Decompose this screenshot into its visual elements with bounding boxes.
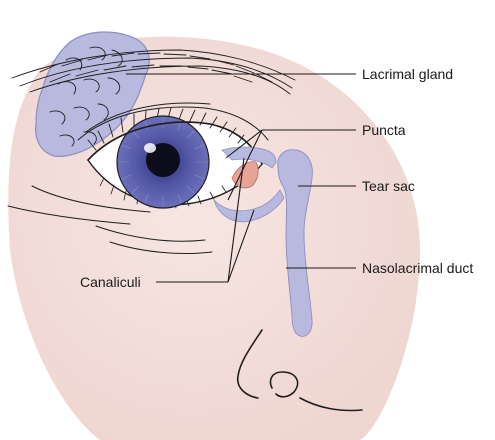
label-canaliculi: Canaliculi	[80, 274, 141, 290]
leader-canaliculi-lower	[227, 209, 255, 283]
pupil	[146, 143, 180, 177]
eyebrow	[11, 49, 296, 95]
label-nasolacrimal-duct: Nasolacrimal duct	[362, 260, 473, 276]
upper-lid-creases	[77, 102, 269, 141]
tear-sac-and-duct	[277, 149, 313, 337]
lower-lid-creases	[7, 185, 213, 255]
label-tear-sac: Tear sac	[362, 178, 415, 194]
leader-puncta-upper	[225, 129, 263, 159]
upper-lid-margin	[87, 121, 263, 165]
label-puncta: Puncta	[362, 122, 406, 138]
eye-highlight	[144, 143, 156, 153]
lacrimal-gland	[35, 31, 150, 157]
lacrimal-drainage-system	[213, 146, 313, 337]
nose-outline	[236, 329, 363, 412]
leader-puncta-lower	[227, 129, 263, 201]
leader-canaliculi-upper	[227, 157, 245, 283]
lower-canaliculus	[213, 189, 285, 223]
label-lacrimal-gland: Lacrimal gland	[362, 66, 453, 82]
face-skin	[8, 36, 420, 440]
